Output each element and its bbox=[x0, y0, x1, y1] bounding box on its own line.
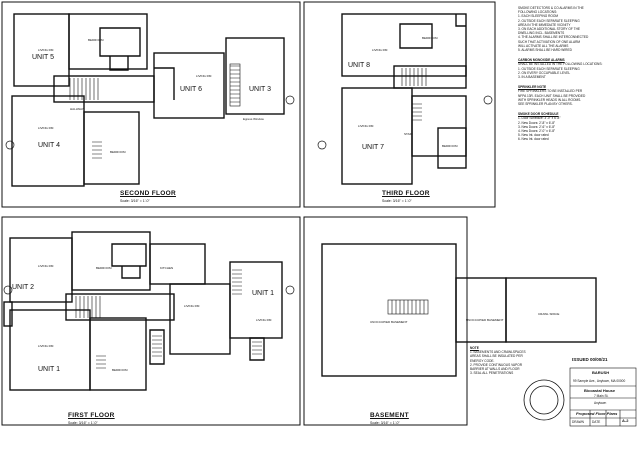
room-label: LIVING RM bbox=[38, 344, 54, 348]
unit-1-label: UNIT 1 bbox=[38, 366, 61, 373]
unit-2-label: UNIT 2 bbox=[12, 284, 35, 291]
room-label: KITCHEN bbox=[160, 266, 174, 270]
title-block-grid bbox=[569, 367, 637, 427]
second-floor-plan bbox=[11, 13, 285, 187]
firm-address: 99 Sample Ave., Anytown, MA 00000 bbox=[573, 379, 626, 383]
room-label: UNOCCUPIED BASEMENT bbox=[370, 320, 408, 324]
room-label: HALLWAY bbox=[70, 107, 84, 111]
third-floor-plan bbox=[341, 13, 467, 185]
section-markers bbox=[3, 95, 493, 295]
room-label: LIVING RM bbox=[196, 74, 212, 78]
firm-name: BARUSH bbox=[592, 370, 610, 375]
first-floor-border bbox=[1, 216, 301, 426]
date-label: DATE bbox=[592, 420, 601, 424]
second-floor-title: SECOND FLOOR bbox=[120, 190, 176, 197]
room-label: BEDROOM bbox=[110, 150, 126, 154]
unit-5-label: UNIT 5 bbox=[32, 54, 55, 61]
third-floor-title: THIRD FLOOR bbox=[382, 190, 430, 197]
room-label: STAIR bbox=[404, 132, 413, 136]
room-label: BEDROOM bbox=[442, 144, 458, 148]
project-street: 7 Main St. bbox=[594, 394, 609, 398]
second-floor-scale: Scale: 3/16" = 1'-0" bbox=[120, 199, 150, 203]
project-name: Bicoastal House bbox=[584, 388, 616, 393]
architect-seal bbox=[523, 379, 565, 421]
sheet-name: Proposed Floor Plans bbox=[576, 411, 618, 416]
room-label: LIVING RM bbox=[358, 124, 374, 128]
room-label: BEDROOM bbox=[96, 266, 112, 270]
unit-6-label: UNIT 6 bbox=[180, 86, 203, 93]
room-label: UNOCCUPIED BASEMENT bbox=[466, 318, 504, 322]
issued-date: ISSUED 00/00/21 bbox=[572, 357, 608, 362]
room-label: LIVING RM bbox=[38, 48, 54, 52]
sheet-number: A-2 bbox=[622, 418, 629, 423]
unit-4-label: UNIT 4 bbox=[38, 142, 61, 149]
room-label: BEDROOM bbox=[88, 38, 104, 42]
first-floor-plan bbox=[3, 231, 283, 391]
first-floor-scale: Scale: 3/16" = 1'-0" bbox=[68, 421, 98, 425]
basement-notes: NOTE 1. BASEMENTS AND CRAWLSPACES AREAS … bbox=[470, 346, 526, 376]
first-floor-stairs bbox=[75, 269, 262, 369]
room-label: LIVING RM bbox=[38, 264, 54, 268]
second-floor-border bbox=[1, 1, 301, 208]
room-label: CRAWL SPACE bbox=[538, 312, 560, 316]
project-town: Anytown bbox=[594, 401, 607, 405]
room-label: LIVING RM bbox=[184, 304, 200, 308]
basement-title: BASEMENT bbox=[370, 412, 409, 419]
third-floor-border bbox=[303, 1, 496, 208]
first-floor-title: FIRST FLOOR bbox=[68, 412, 115, 419]
room-label: LIVING RM bbox=[372, 48, 388, 52]
room-label: BEDROOM bbox=[112, 368, 128, 372]
third-floor-scale: Scale: 3/16" = 1'-0" bbox=[382, 199, 412, 203]
unit-7-label: UNIT 7 bbox=[362, 144, 385, 151]
basement-scale: Scale: 3/16" = 1'-0" bbox=[370, 421, 400, 425]
unit-1-right-label: UNIT 1 bbox=[252, 290, 275, 297]
third-floor-stairs bbox=[401, 68, 427, 121]
unit-8-label: UNIT 8 bbox=[348, 62, 371, 69]
drawn-label: DRAWN bbox=[572, 420, 584, 424]
room-label: BEDROOM bbox=[422, 36, 438, 40]
egress-label: Egress Window bbox=[243, 117, 264, 121]
second-floor-stairs bbox=[69, 63, 241, 159]
basement-border bbox=[303, 216, 468, 426]
room-label: LIVING RM bbox=[256, 318, 272, 322]
room-label: LIVING RM bbox=[38, 126, 54, 130]
unit-3-label: UNIT 3 bbox=[249, 86, 272, 93]
basement-stair bbox=[387, 299, 429, 315]
basement-plan bbox=[321, 243, 597, 377]
